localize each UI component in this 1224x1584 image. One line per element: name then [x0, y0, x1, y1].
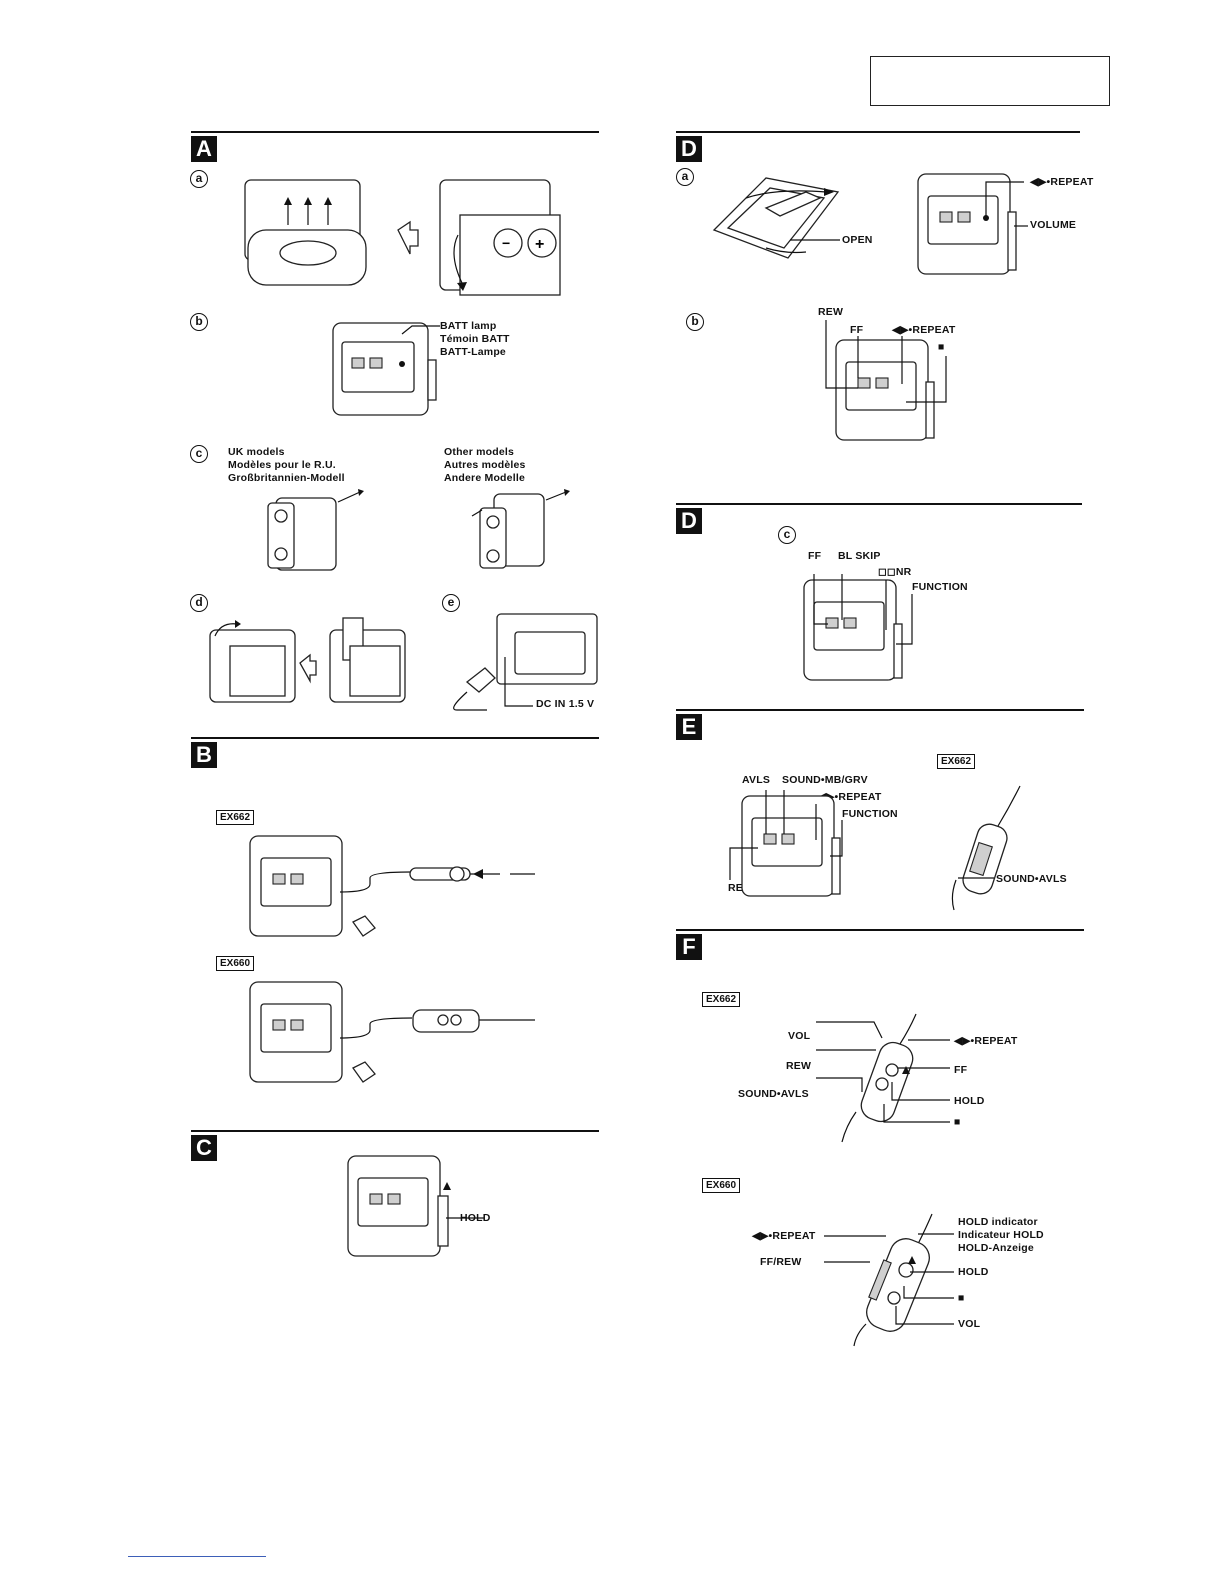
section-b-marker: B — [191, 742, 217, 768]
hold-indicator-label: HOLD indicator Indicateur HOLD HOLD-Anze… — [958, 1216, 1044, 1255]
step-db-marker: b — [686, 313, 704, 331]
other-label-de: Andere Modelle — [444, 472, 525, 484]
section-b-rule — [191, 737, 599, 739]
ex662-connection-illustration — [249, 835, 535, 937]
open-lid-illustration — [712, 177, 840, 259]
hold-label-f1: HOLD — [954, 1095, 985, 1107]
section-c-rule — [191, 1130, 599, 1132]
uk-label-de: Großbritannien-Modell — [228, 472, 345, 484]
batt-label-de: BATT-Lampe — [440, 346, 506, 358]
header-box — [870, 56, 1110, 106]
model-ex660-tag: EX660 — [216, 956, 255, 971]
step-e-marker: e — [442, 594, 460, 612]
section-d2-marker: D — [676, 508, 702, 534]
soundmb-label: SOUND•MB/GRV — [782, 774, 868, 786]
function-label-dc: FUNCTION — [912, 581, 968, 593]
model-ex660-tag-f: EX660 — [702, 1178, 741, 1193]
batt-label-en: BATT lamp — [440, 320, 497, 332]
repeat-label-e: ◀▶•REPEAT — [818, 791, 882, 803]
open-leader-line — [790, 239, 840, 241]
ffrew-label-f2: FF/REW — [760, 1256, 802, 1268]
uk-label-en: UK models — [228, 446, 285, 458]
model-ex662-tag-f: EX662 — [702, 992, 741, 1007]
dc-in-illustration — [453, 613, 598, 711]
ff-label-db: FF — [850, 324, 864, 336]
volume-label: VOLUME — [1030, 219, 1077, 231]
other-label-en: Other models — [444, 446, 515, 458]
hold-player-illustration — [347, 1155, 484, 1257]
model-ex662-tag-e: EX662 — [937, 754, 976, 769]
other-models-label: Other models Autres modèles Andere Model… — [444, 446, 526, 485]
ff-label-dc: FF — [808, 550, 822, 562]
step-a-marker: a — [190, 170, 208, 188]
player-repeat-volume-illustration — [917, 173, 1028, 275]
hold-indicator-fr: Indicateur HOLD — [958, 1229, 1044, 1241]
section-d2-rule — [676, 503, 1082, 505]
hold-indicator-de: HOLD-Anzeige — [958, 1242, 1034, 1254]
batt-label-fr: Témoin BATT — [440, 333, 510, 345]
section-c-marker: C — [191, 1135, 217, 1161]
repeat-label-da: ◀▶•REPEAT — [1030, 176, 1094, 188]
player-function-illustration — [803, 574, 913, 681]
hold-label-c: HOLD — [460, 1212, 491, 1224]
step-dc-marker: c — [778, 526, 796, 544]
vol-label-f2: VOL — [958, 1318, 981, 1330]
footer-line — [128, 1556, 266, 1557]
uk-charger-illustration — [267, 489, 364, 571]
battery-insert-illustration: − + — [244, 179, 561, 296]
ex660-remote-illustration — [824, 1213, 954, 1347]
uk-label-fr: Modèles pour le R.U. — [228, 459, 336, 471]
dc-in-label: DC IN 1.5 V — [536, 698, 595, 710]
rew-label-f1: REW — [786, 1060, 812, 1072]
vol-label-f1: VOL — [788, 1030, 811, 1042]
repeat-label-f1: ◀▶•REPEAT — [954, 1035, 1018, 1047]
repeat-label-f2: ◀▶•REPEAT — [752, 1230, 816, 1242]
section-f-marker: F — [676, 934, 702, 960]
model-ex662-tag: EX662 — [216, 810, 255, 825]
section-a-marker: A — [191, 136, 217, 162]
uk-models-label: UK models Modèles pour le R.U. Großbrita… — [228, 446, 345, 485]
repeat-label-db: ◀▶•REPEAT — [892, 324, 956, 336]
other-label-fr: Autres modèles — [444, 459, 526, 471]
hold-indicator-en: HOLD indicator — [958, 1216, 1038, 1228]
remote-soundavls-illustration — [951, 785, 1021, 911]
section-d1-marker: D — [676, 136, 702, 162]
stop-label-db: ■ — [938, 341, 945, 353]
stop-label-f1: ■ — [954, 1116, 961, 1128]
battery-door-illustration — [209, 617, 406, 703]
player-avls-illustration — [729, 790, 843, 897]
section-e-marker: E — [676, 714, 702, 740]
step-d-marker: d — [190, 594, 208, 612]
svg-text:−: − — [502, 235, 510, 251]
step-da-marker: a — [676, 168, 694, 186]
soundavls-label-f1: SOUND•AVLS — [738, 1088, 809, 1100]
avls-label: AVLS — [742, 774, 771, 786]
player-batt-illustration — [332, 322, 437, 416]
section-f-rule — [676, 929, 1084, 931]
step-b-marker: b — [190, 313, 208, 331]
player-buttons-illustration — [825, 320, 947, 441]
svg-text:+: + — [535, 236, 544, 253]
soundavls-label-e: SOUND•AVLS — [996, 873, 1067, 885]
stop-label-f2: ■ — [958, 1292, 965, 1304]
dnr-label: ◻◻NR — [878, 566, 912, 578]
section-d1-rule — [676, 131, 1080, 133]
function-label-e: FUNCTION — [842, 808, 898, 820]
ex662-remote-illustration — [816, 1013, 950, 1143]
ff-label-f1: FF — [954, 1064, 968, 1076]
rew-label-db: REW — [818, 306, 844, 318]
hold-label-f2: HOLD — [958, 1266, 989, 1278]
blskip-label: BL SKIP — [838, 550, 881, 562]
ex660-connection-illustration — [249, 981, 535, 1083]
step-c-marker: c — [190, 445, 208, 463]
batt-leader-line — [401, 325, 440, 335]
open-label: OPEN — [842, 234, 873, 246]
batt-lamp-label: BATT lamp Témoin BATT BATT-Lampe — [440, 320, 510, 359]
section-a-rule — [191, 131, 599, 133]
other-charger-illustration — [471, 489, 570, 569]
section-e-rule — [676, 709, 1084, 711]
